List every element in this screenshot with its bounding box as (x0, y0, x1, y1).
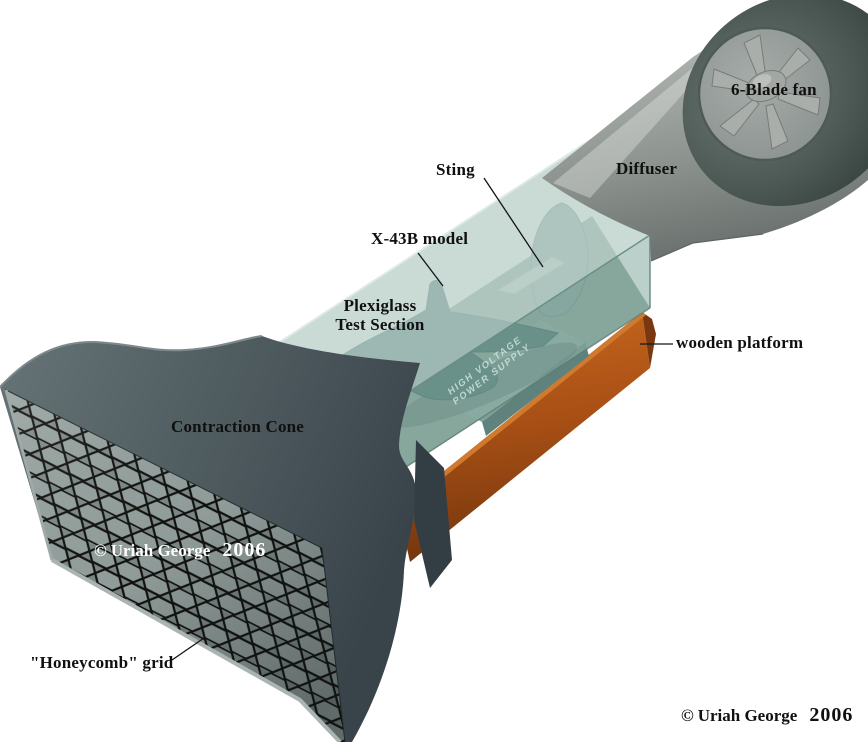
test-section-far-edge-highlight (274, 139, 591, 346)
label-six-blade-fan: 6-Blade fan (731, 80, 817, 99)
diffuser-and-fan-housing (542, 0, 868, 262)
label-plexiglass-test-section: Plexiglass Test Section (325, 296, 435, 334)
label-sting: Sting (436, 160, 475, 179)
honeycomb-grid-shading (6, 390, 345, 742)
leader-lines (171, 177, 673, 661)
honeycomb-left-rim (4, 389, 54, 561)
watermark-year: 2006 (809, 704, 854, 726)
wooden-platform (398, 312, 656, 562)
diffuser-bottom-edge (650, 233, 764, 262)
label-test-section-line1: Plexiglass (343, 296, 417, 315)
six-blade-fan (711, 34, 821, 150)
contraction-cone-top-edge-highlight (0, 335, 263, 388)
label-diffuser: Diffuser (616, 159, 678, 178)
watermark-name: Uriah George (110, 541, 211, 560)
copyright-icon: © (681, 706, 694, 725)
fan-blade (777, 91, 821, 116)
label-test-section-line2: Test Section (335, 315, 425, 334)
contraction-cone-side-column (414, 440, 452, 588)
watermark-year: 2006 (222, 539, 267, 561)
fan-blade (765, 103, 789, 150)
model-leader-line (417, 252, 444, 287)
copyright-icon: © (94, 541, 107, 560)
sting-leader-line (483, 177, 544, 268)
wooden-platform-end-face (642, 312, 656, 368)
label-wooden-platform: wooden platform (676, 333, 804, 352)
watermark-on-grid: ©Uriah George 2006 (94, 539, 266, 562)
fan-hub-highlight (752, 74, 772, 88)
watermark-name: Uriah George (697, 706, 798, 725)
wooden-platform-top-edge (398, 312, 646, 511)
diffuser-top-highlight (553, 58, 715, 198)
test-section-near-wall (335, 235, 650, 510)
honeycomb-leader-line (171, 637, 205, 661)
watermark-bottom-right: ©Uriah George 2006 (681, 704, 853, 727)
wooden-platform-front-face (398, 312, 650, 562)
label-x43b-model: X-43B model (371, 229, 469, 248)
label-contraction-cone: Contraction Cone (171, 417, 305, 436)
contraction-cone (0, 335, 452, 742)
honeycomb-frame-rim (51, 558, 342, 742)
label-honeycomb-grid: "Honeycomb" grid (30, 653, 174, 672)
